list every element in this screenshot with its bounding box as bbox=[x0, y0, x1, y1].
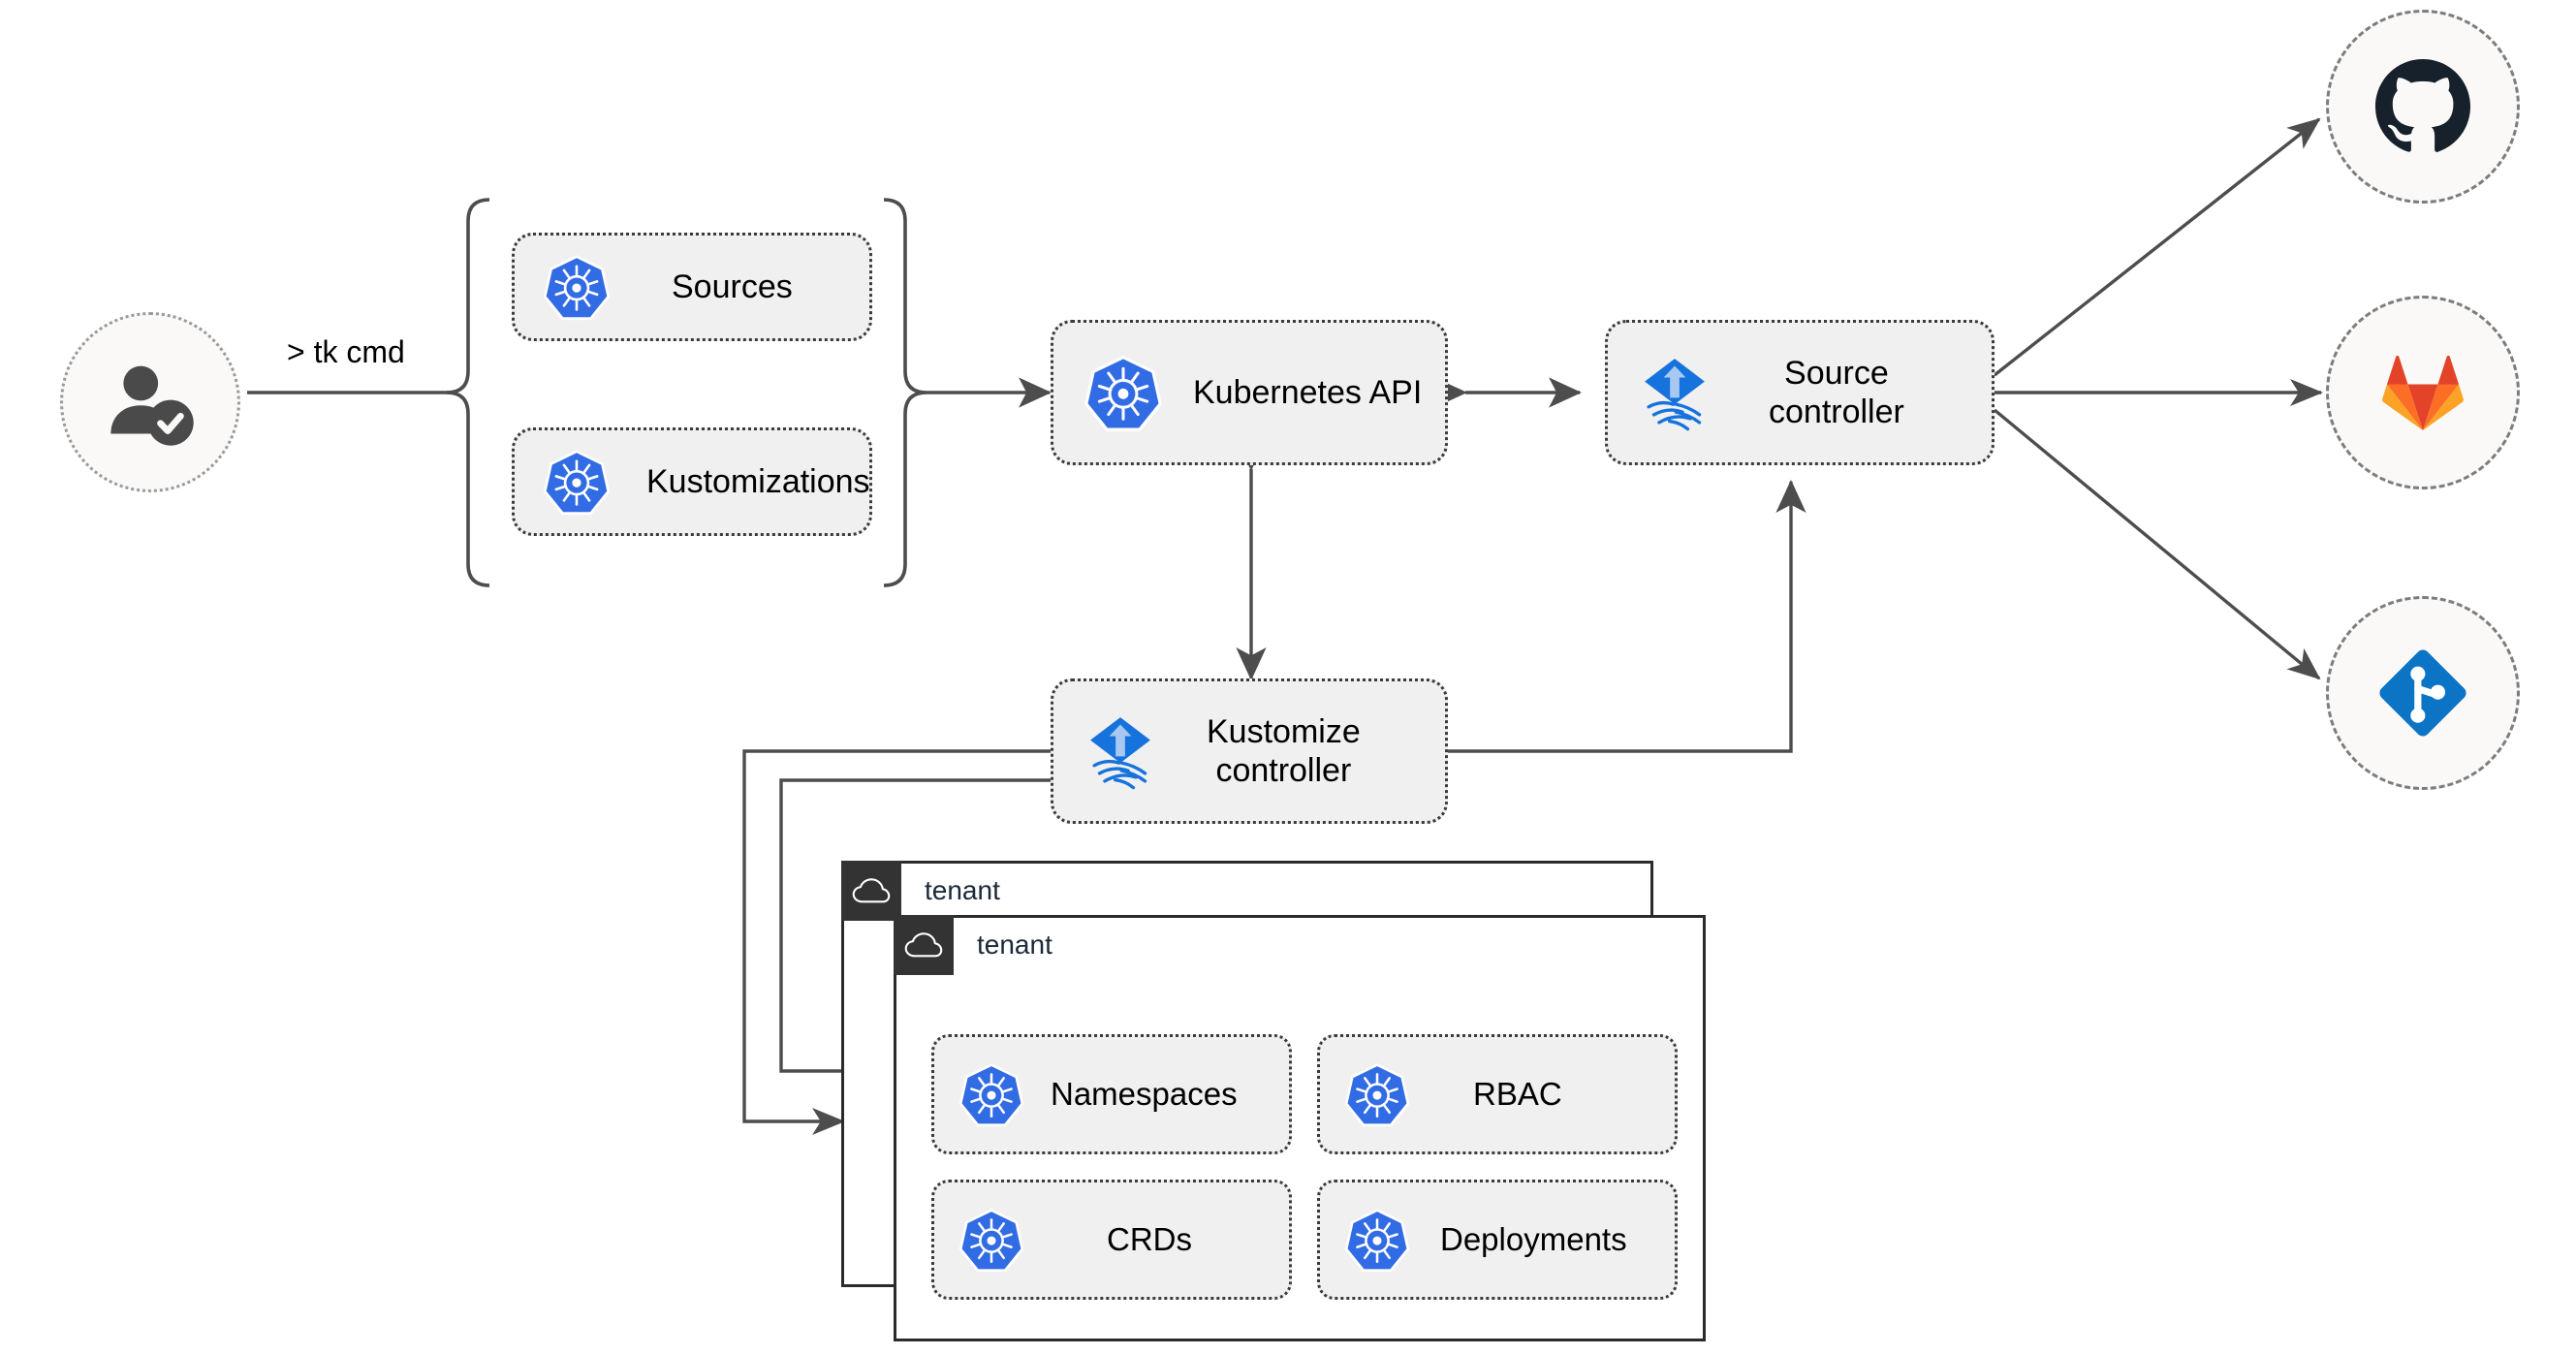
kubernetes-icon bbox=[1344, 1209, 1410, 1273]
gitlab-icon bbox=[2382, 355, 2464, 430]
tenant-resource-grid: Namespaces RBAC bbox=[931, 1034, 1678, 1300]
kubernetes-icon bbox=[1344, 1063, 1410, 1127]
group-right-brace bbox=[883, 198, 927, 587]
node-sources[interactable]: Sources bbox=[512, 233, 872, 341]
resource-rbac[interactable]: RBAC bbox=[1317, 1034, 1678, 1154]
node-kubernetes-api[interactable]: Kubernetes API bbox=[1051, 320, 1448, 465]
azure-devops-git-icon bbox=[2379, 649, 2466, 737]
resource-crds[interactable]: CRDs bbox=[931, 1180, 1292, 1300]
cloud-icon bbox=[894, 915, 954, 975]
user-check-icon bbox=[110, 365, 194, 446]
node-source-controller[interactable]: Source controller bbox=[1605, 320, 1995, 465]
resource-label: Namespaces bbox=[1051, 1076, 1238, 1112]
node-label: Kubernetes API bbox=[1193, 373, 1423, 411]
resource-deployments[interactable]: Deployments bbox=[1317, 1180, 1678, 1300]
group-left-brace bbox=[446, 198, 490, 587]
kubernetes-icon bbox=[543, 255, 611, 321]
resource-label: Deployments bbox=[1440, 1221, 1627, 1257]
actor-user[interactable] bbox=[60, 312, 240, 492]
tenant-header: tenant bbox=[841, 861, 1000, 921]
provider-github[interactable] bbox=[2326, 10, 2520, 204]
kubernetes-icon bbox=[1084, 355, 1162, 431]
kubernetes-icon bbox=[543, 450, 611, 516]
resource-label: CRDs bbox=[1107, 1221, 1192, 1257]
node-label: Kustomizations bbox=[646, 462, 870, 500]
command-label: > tk cmd bbox=[287, 334, 405, 369]
github-icon bbox=[2375, 59, 2470, 152]
node-label: Kustomize controller bbox=[1207, 712, 1361, 789]
resource-label: RBAC bbox=[1473, 1076, 1562, 1112]
edge-kustomize-to-source bbox=[1446, 479, 1806, 753]
edge-source-to-github bbox=[1993, 117, 2321, 377]
node-label: Sources bbox=[672, 268, 793, 305]
kubernetes-icon bbox=[958, 1209, 1024, 1273]
tenant-title: tenant bbox=[925, 875, 1000, 905]
node-kustomize-controller[interactable]: Kustomize controller bbox=[1051, 678, 1448, 824]
tenant-title: tenant bbox=[977, 930, 1052, 960]
provider-gitlab[interactable] bbox=[2326, 296, 2520, 489]
node-label: Source controller bbox=[1769, 354, 1904, 430]
cloud-glyph bbox=[904, 932, 943, 958]
cloud-glyph bbox=[852, 878, 891, 903]
tenant-window-2[interactable]: tenant Namespaces bbox=[894, 915, 1706, 1341]
cloud-icon bbox=[841, 861, 901, 921]
kubernetes-icon bbox=[958, 1063, 1024, 1127]
provider-azure-devops[interactable] bbox=[2326, 596, 2520, 790]
flux-icon bbox=[1645, 359, 1705, 431]
edge-source-to-azure-devops bbox=[1993, 408, 2321, 680]
tenant-header: tenant bbox=[894, 915, 1052, 975]
resource-namespaces[interactable]: Namespaces bbox=[931, 1034, 1292, 1154]
flux-icon bbox=[1090, 717, 1150, 790]
node-kustomizations[interactable]: Kustomizations bbox=[512, 427, 872, 536]
